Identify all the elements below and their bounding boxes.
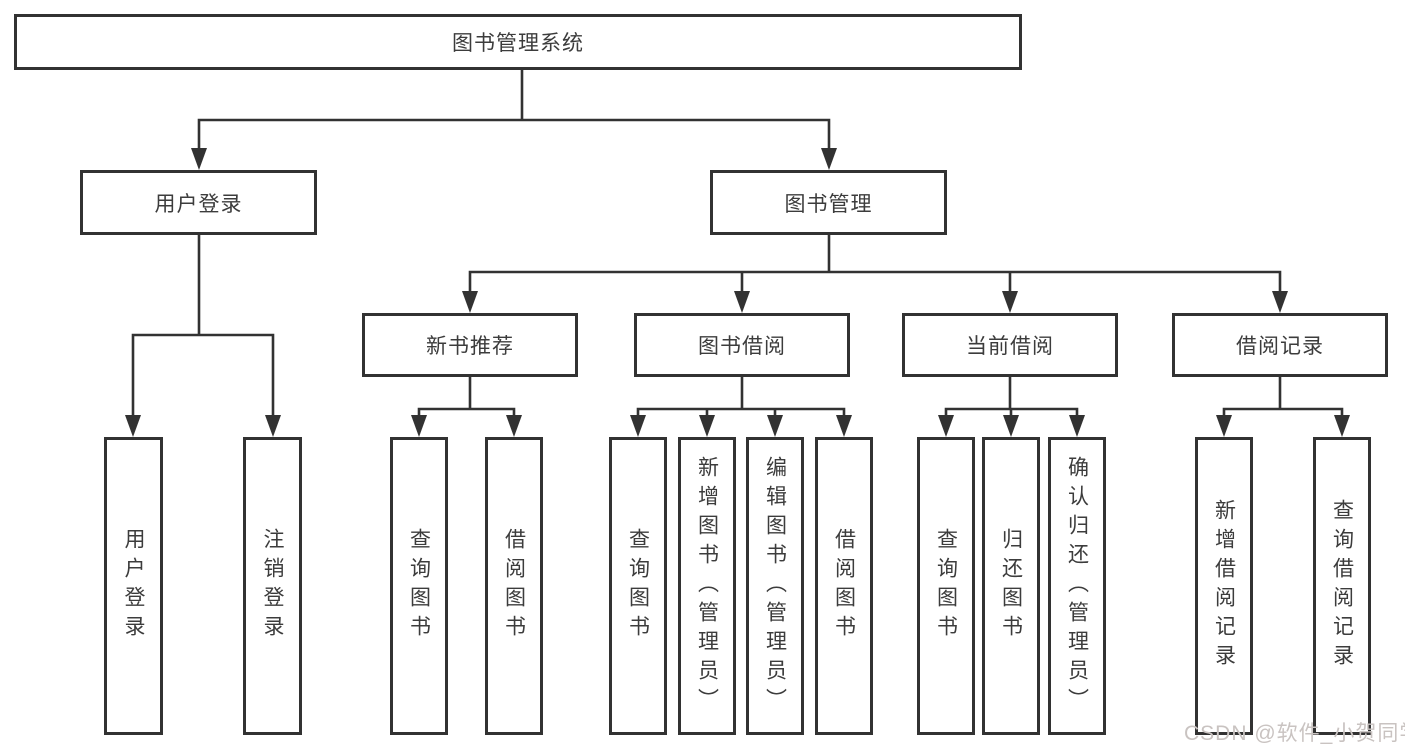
node-label: 图书管理系统: [452, 32, 584, 55]
node-label: 新增图书（管理员）: [695, 455, 719, 717]
leaf-add-borrow-record: 新增借阅记录: [1195, 437, 1253, 735]
node-label: 图书借阅: [698, 335, 786, 358]
node-current-borrowing: 当前借阅: [902, 313, 1118, 377]
node-label: 借阅图书: [502, 528, 526, 644]
node-label: 查询图书: [407, 528, 431, 644]
node-label: 确认归还（管理员）: [1065, 455, 1089, 717]
node-label: 归还图书: [999, 528, 1023, 644]
leaf-logout: 注销登录: [243, 437, 302, 735]
leaf-user-login: 用户登录: [104, 437, 163, 735]
node-library-management-system: 图书管理系统: [14, 14, 1022, 70]
leaf-borrow-books-recommend: 借阅图书: [485, 437, 543, 735]
node-label: 新书推荐: [426, 335, 514, 358]
node-book-management: 图书管理: [710, 170, 947, 235]
node-label: 用户登录: [122, 528, 145, 644]
leaf-edit-books-admin: 编辑图书（管理员）: [746, 437, 804, 735]
node-user-login: 用户登录: [80, 170, 317, 235]
csdn-watermark: CSDN @软件_小贺同学: [1184, 722, 1405, 745]
leaf-query-books-recommend: 查询图书: [390, 437, 448, 735]
node-label: 注销登录: [261, 528, 284, 644]
node-borrowing-records: 借阅记录: [1172, 313, 1388, 377]
node-label: 新增借阅记录: [1212, 499, 1236, 673]
leaf-confirm-return-admin: 确认归还（管理员）: [1048, 437, 1106, 735]
node-label: 借阅记录: [1236, 335, 1324, 358]
node-label: 编辑图书（管理员）: [763, 455, 787, 717]
node-label: 借阅图书: [832, 528, 856, 644]
leaf-return-books: 归还图书: [982, 437, 1040, 735]
node-label: 用户登录: [154, 192, 243, 216]
leaf-query-borrow-record: 查询借阅记录: [1313, 437, 1371, 735]
node-label: 查询借阅记录: [1330, 499, 1354, 673]
node-book-borrowing: 图书借阅: [634, 313, 850, 377]
leaf-query-books-borrowing: 查询图书: [609, 437, 667, 735]
leaf-add-books-admin: 新增图书（管理员）: [678, 437, 736, 735]
leaf-query-books-current: 查询图书: [917, 437, 975, 735]
leaf-borrow-books: 借阅图书: [815, 437, 873, 735]
node-label: 当前借阅: [966, 335, 1054, 358]
node-new-book-recommend: 新书推荐: [362, 313, 578, 377]
node-label: 查询图书: [934, 528, 958, 644]
node-label: 图书管理: [784, 192, 873, 216]
node-label: 查询图书: [626, 528, 650, 644]
